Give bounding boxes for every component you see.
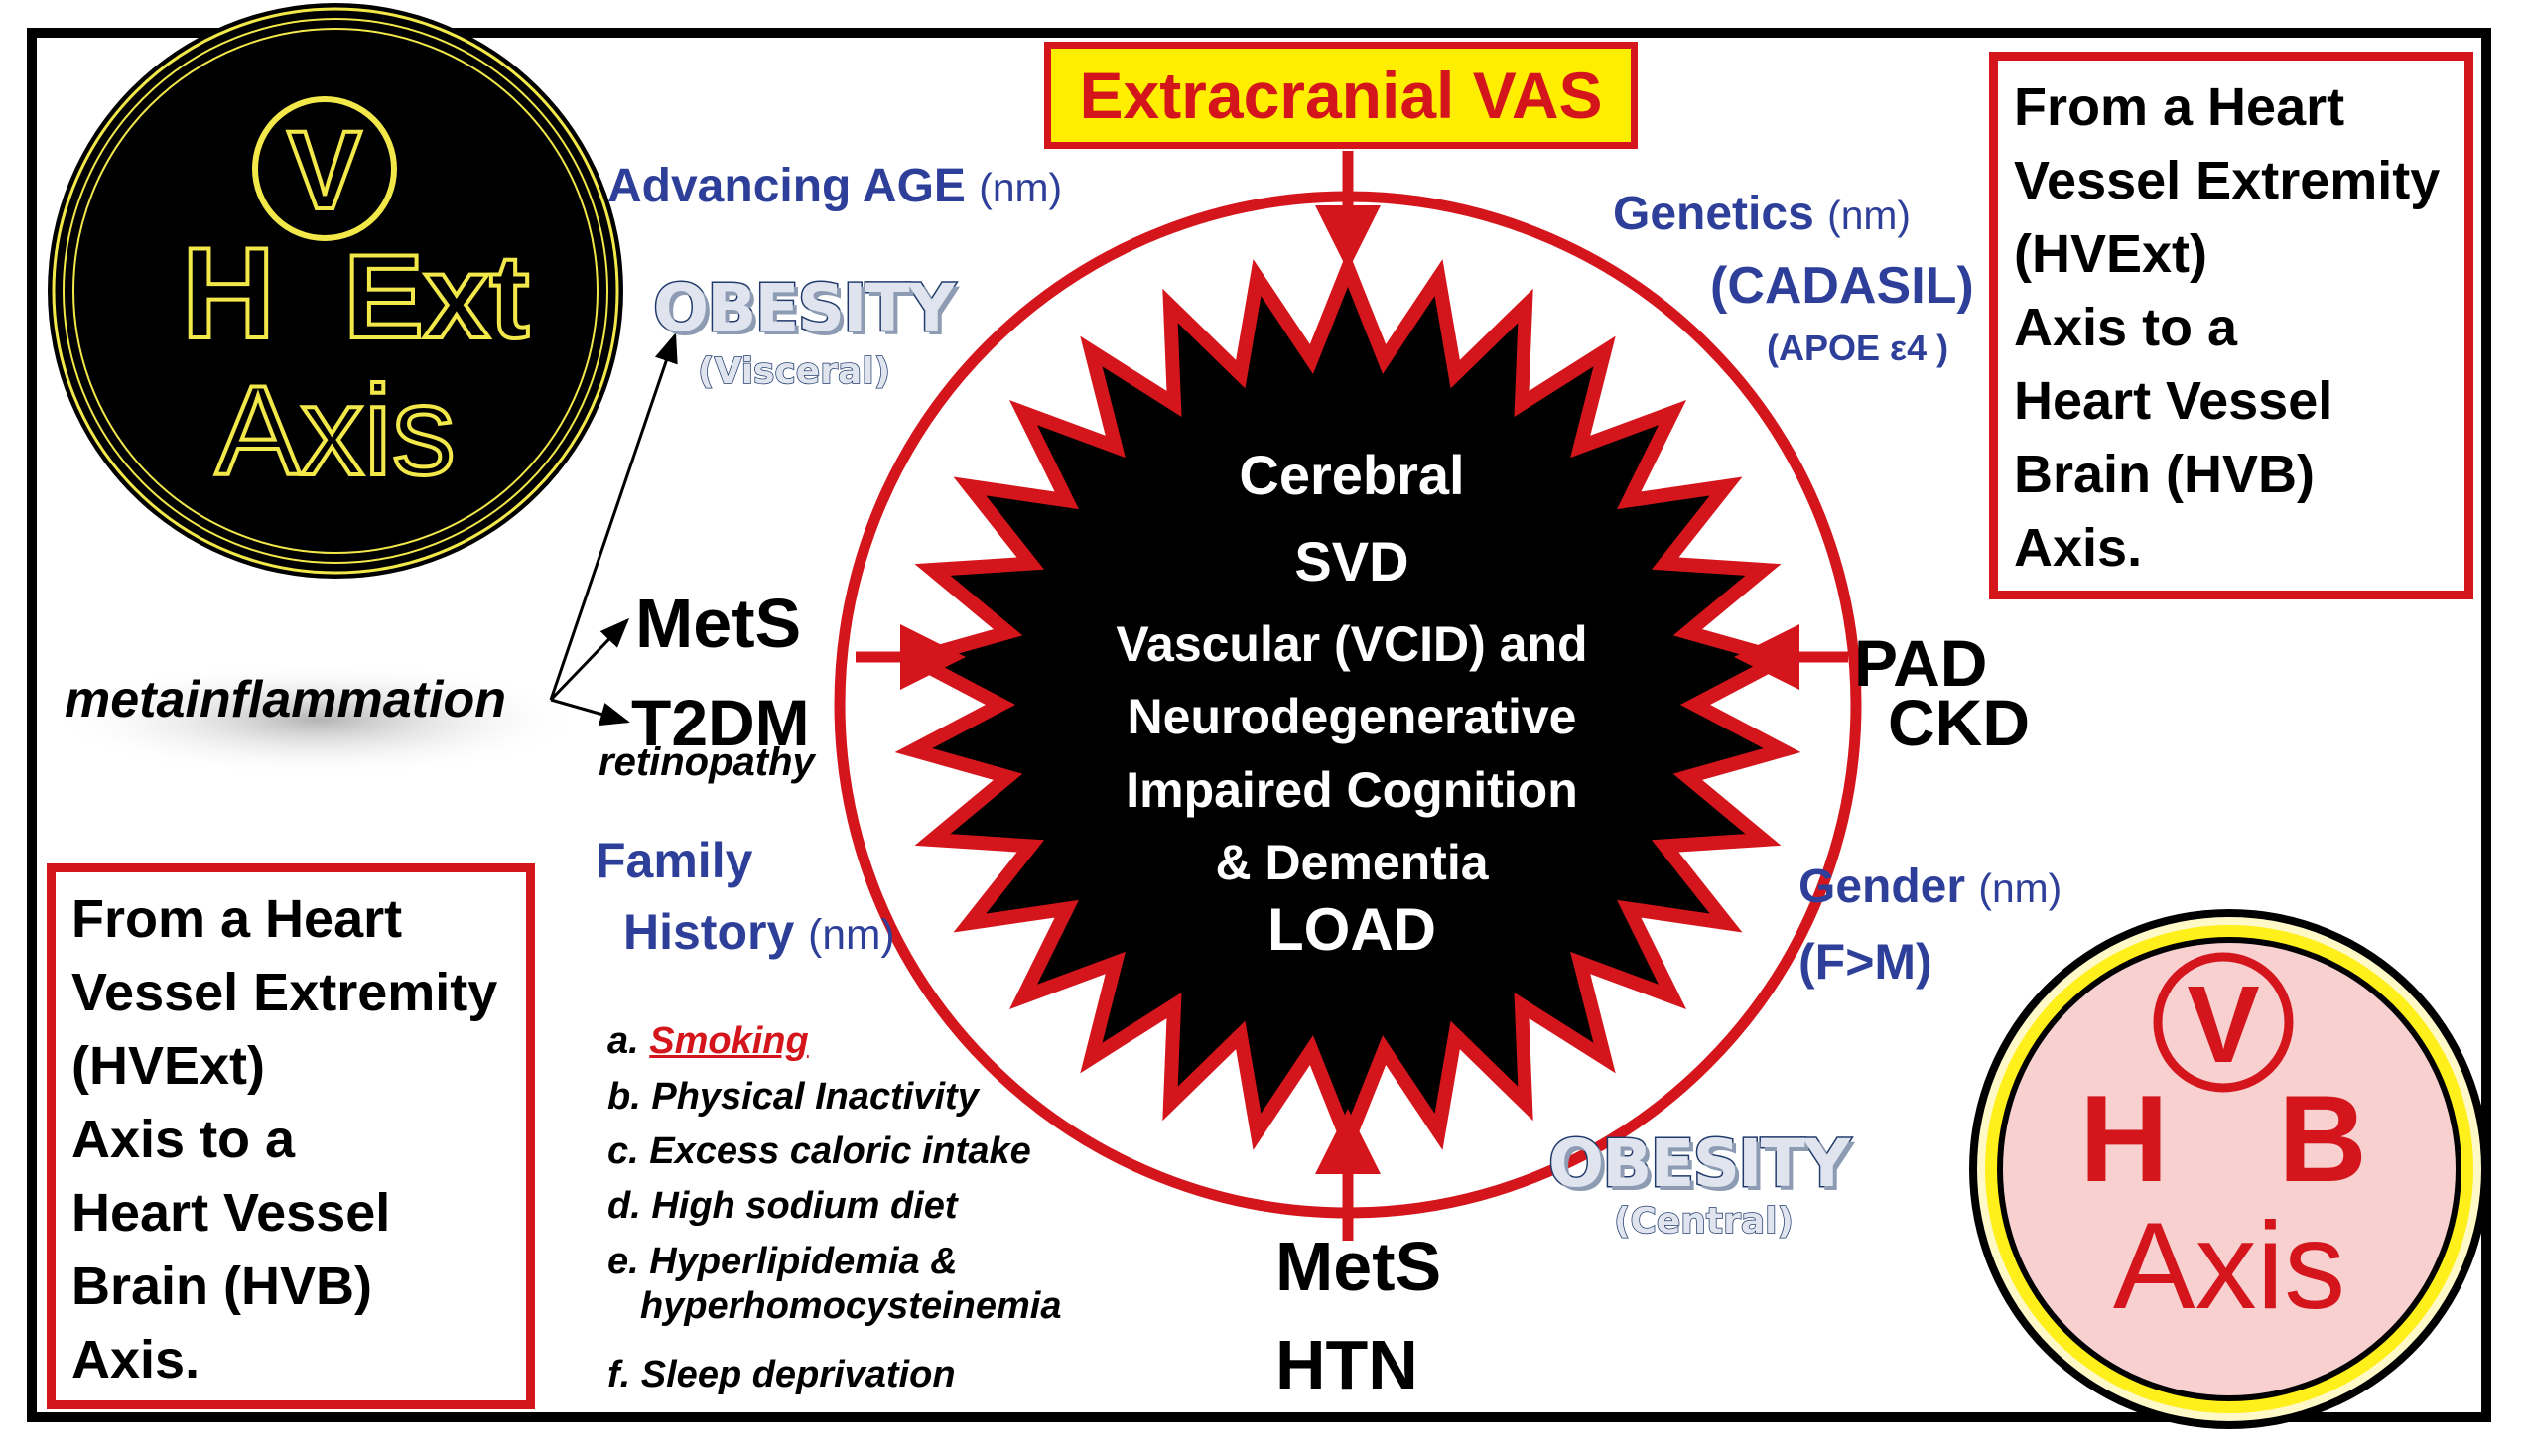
mets-left-label: MetS xyxy=(635,585,802,662)
hvext-v-ring xyxy=(252,96,397,241)
note-line: Axis. xyxy=(2014,518,2143,578)
family-history-text: History xyxy=(623,904,795,960)
lifestyle-letter: d. xyxy=(607,1185,641,1227)
gender-nm: (nm) xyxy=(1978,865,2062,911)
arrow-to-mets xyxy=(549,617,630,702)
note-line: Axis. xyxy=(71,1330,200,1390)
obesity-central-title: OBESITY xyxy=(1546,1125,1851,1204)
extracranial-vas-box: Extracranial VAS xyxy=(1044,42,1638,149)
family-history-nm: (nm) xyxy=(808,912,895,959)
lifestyle-letter: e. xyxy=(607,1241,639,1282)
center-impaired-cognition: Impaired Cognition xyxy=(1126,762,1578,818)
lifestyle-item-f: f. Sleep deprivation xyxy=(607,1354,956,1396)
center-cerebral: Cerebral xyxy=(1239,444,1465,506)
retinopathy-label: retinopathy xyxy=(599,740,815,784)
advancing-age-label: Advancing AGE (nm) xyxy=(607,159,1062,213)
arrow-to-t2dm xyxy=(550,698,630,727)
t2dm-label: T2DM xyxy=(631,686,810,759)
note-box-top-right: From a Heart Vessel Extremity (HVExt) Ax… xyxy=(1989,52,2473,599)
lifestyle-text: High sodium diet xyxy=(651,1185,958,1227)
center-vascular: Vascular (VCID) and xyxy=(1116,616,1588,672)
advancing-age-nm: (nm) xyxy=(979,165,1063,210)
center-dementia: & Dementia xyxy=(1215,835,1489,890)
lifestyle-item-e-cont: hyperhomocysteinemia xyxy=(640,1285,1061,1328)
family-history-label: History (nm) xyxy=(623,903,895,961)
note-line: Axis to a xyxy=(71,1110,296,1169)
advancing-age-text: Advancing AGE xyxy=(607,160,966,212)
hvb-logo: V H B Axis xyxy=(1969,909,2489,1429)
htn-label: HTN xyxy=(1275,1326,1418,1403)
lifestyle-item-d: d. High sodium diet xyxy=(607,1185,958,1228)
ckd-label: CKD xyxy=(1888,686,2030,759)
pad-label: PAD xyxy=(1854,626,1988,700)
lifestyle-item-c: c. Excess caloric intake xyxy=(607,1130,1031,1173)
metainflammation-label: metainflammation xyxy=(65,671,506,728)
lifestyle-text: Hyperlipidemia & xyxy=(649,1241,958,1282)
hvb-v-ring xyxy=(2153,952,2294,1093)
note-line: From a Heart xyxy=(71,889,403,949)
hvb-b-letter: B xyxy=(2278,1071,2367,1208)
note-line: Vessel Extremity xyxy=(2014,151,2441,210)
genetics-nm: (nm) xyxy=(1827,193,1911,238)
hvext-v-letter: V xyxy=(288,108,362,232)
lifestyle-text: Physical Inactivity xyxy=(651,1076,979,1118)
family-label: Family xyxy=(596,833,753,888)
genetics-text: Genetics xyxy=(1613,188,1814,240)
gender-label: Gender (nm) xyxy=(1798,860,2062,914)
hvext-logo: V H Ext Axis xyxy=(48,3,623,579)
metainflammation-shadow xyxy=(50,662,586,777)
center-load: LOAD xyxy=(1267,896,1436,963)
lifestyle-item-a: a. Smoking xyxy=(607,1020,809,1063)
hvext-axis-text: Axis xyxy=(215,360,456,502)
hvb-v-letter: V xyxy=(2187,964,2259,1086)
hvext-ext-text: Ext xyxy=(344,230,530,363)
mets-bottom-label: MetS xyxy=(1275,1228,1442,1305)
lifestyle-letter: f. xyxy=(607,1354,631,1395)
arrow-to-obesity xyxy=(549,332,678,701)
note-line: From a Heart xyxy=(2014,77,2345,137)
note-line: Vessel Extremity xyxy=(71,963,498,1022)
note-line: Heart Vessel xyxy=(71,1183,391,1243)
center-neurodegenerative: Neurodegenerative xyxy=(1127,689,1577,744)
lifestyle-text: Excess caloric intake xyxy=(649,1130,1031,1172)
note-line: Brain (HVB) xyxy=(2014,445,2316,504)
lifestyle-item-e: e. Hyperlipidemia & xyxy=(607,1241,958,1283)
note-line: (HVExt) xyxy=(71,1036,266,1096)
obesity-central-sub: (Central) xyxy=(1613,1200,1794,1243)
genetics-label: Genetics (nm) xyxy=(1613,187,1911,241)
note-line: Brain (HVB) xyxy=(71,1257,373,1316)
cadasil-label: (CADASIL) xyxy=(1710,257,1974,315)
lifestyle-text: Sleep deprivation xyxy=(640,1354,956,1395)
lifestyle-letter: a. xyxy=(607,1020,639,1062)
note-line: (HVExt) xyxy=(2014,224,2208,284)
obesity-visceral-title: OBESITY xyxy=(651,269,956,348)
hvext-h-letter: H xyxy=(182,220,275,365)
hvb-axis-text: Axis xyxy=(2113,1198,2345,1335)
note-line: Axis to a xyxy=(2014,298,2238,357)
note-line: Heart Vessel xyxy=(2014,371,2333,431)
center-svd: SVD xyxy=(1294,530,1409,593)
lifestyle-text-smoking: Smoking xyxy=(649,1020,809,1062)
apoe-label: (APOE ε4 ) xyxy=(1767,328,1949,368)
lifestyle-letter: c. xyxy=(607,1130,639,1172)
lifestyle-item-b: b. Physical Inactivity xyxy=(607,1076,979,1119)
obesity-visceral-sub: (Visceral) xyxy=(697,350,891,393)
outer-frame xyxy=(27,28,2491,1422)
note-box-bottom-left: From a Heart Vessel Extremity (HVExt) Ax… xyxy=(47,863,535,1409)
gender-text: Gender xyxy=(1798,860,1966,913)
lifestyle-letter: b. xyxy=(607,1076,641,1118)
gender-sub-label: (F>M) xyxy=(1798,934,1932,990)
lifestyle-text: hyperhomocysteinemia xyxy=(640,1285,1062,1327)
hvb-h-letter: H xyxy=(2079,1071,2169,1208)
